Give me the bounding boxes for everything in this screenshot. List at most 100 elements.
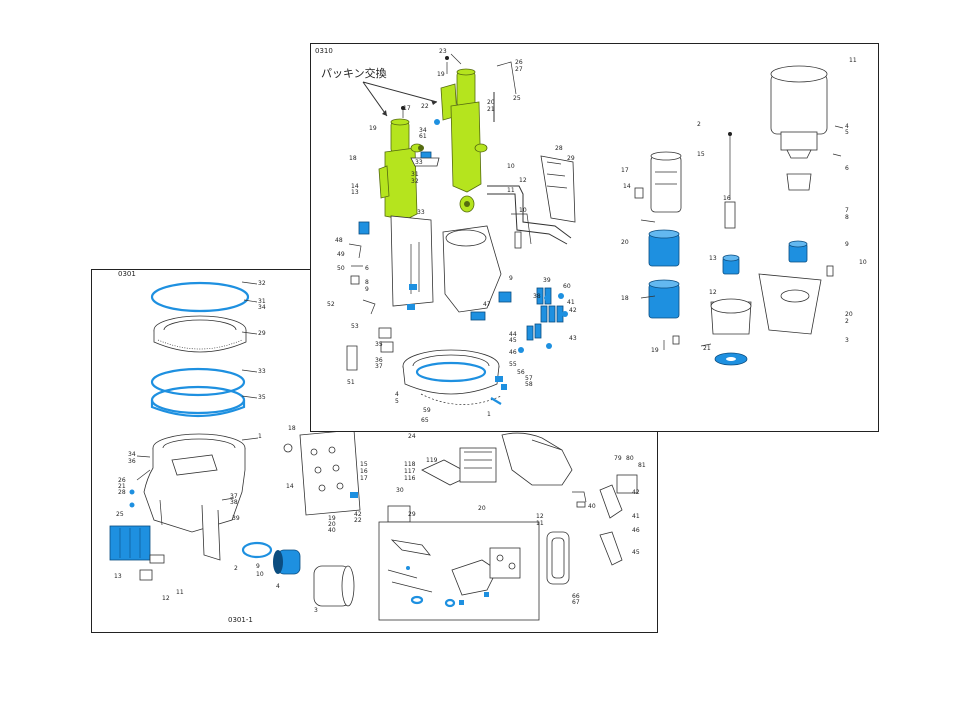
- packing-replacement-note: パッキン交換: [321, 66, 387, 80]
- svg-text:16: 16: [723, 195, 731, 202]
- svg-text:56: 56: [517, 369, 525, 376]
- swing-motor-stack: [634, 65, 844, 366]
- svg-text:31: 31: [411, 171, 419, 178]
- svg-text:59: 59: [423, 407, 431, 414]
- svg-text:47: 47: [483, 301, 491, 308]
- svg-text:31: 31: [258, 298, 266, 305]
- svg-text:37: 37: [230, 493, 238, 500]
- svg-text:45: 45: [509, 337, 517, 344]
- svg-text:20: 20: [487, 99, 495, 106]
- svg-text:65: 65: [421, 417, 429, 424]
- svg-text:4: 4: [276, 583, 280, 590]
- svg-text:22: 22: [421, 103, 429, 110]
- svg-text:2: 2: [234, 565, 238, 572]
- svg-text:8: 8: [365, 279, 369, 286]
- svg-text:20: 20: [328, 521, 336, 528]
- svg-text:40: 40: [328, 527, 336, 534]
- svg-text:17: 17: [621, 167, 629, 174]
- svg-text:66: 66: [572, 593, 580, 600]
- seal-ring-highlight: [150, 385, 246, 415]
- svg-text:49: 49: [337, 251, 345, 258]
- svg-text:12: 12: [709, 289, 717, 296]
- svg-text:1: 1: [487, 411, 491, 418]
- svg-text:33: 33: [258, 368, 266, 375]
- svg-text:41: 41: [632, 513, 640, 520]
- svg-text:27: 27: [515, 66, 523, 73]
- svg-text:7: 7: [845, 207, 849, 214]
- svg-text:18: 18: [621, 295, 629, 302]
- svg-text:24: 24: [408, 433, 416, 440]
- svg-text:61: 61: [419, 133, 427, 140]
- svg-text:29: 29: [567, 155, 575, 162]
- svg-text:23: 23: [439, 48, 447, 55]
- svg-text:42: 42: [569, 307, 577, 314]
- svg-text:43: 43: [569, 335, 577, 342]
- parts-diagram-sheet-0310: 0310 パッキン交換: [310, 43, 879, 432]
- svg-text:18: 18: [349, 155, 357, 162]
- svg-text:11: 11: [536, 520, 544, 527]
- svg-text:36: 36: [128, 458, 136, 465]
- svg-text:38: 38: [533, 293, 541, 300]
- svg-text:50: 50: [337, 265, 345, 272]
- svg-text:11: 11: [849, 57, 857, 64]
- svg-text:12: 12: [536, 513, 544, 520]
- sheet-code-label: 0301: [118, 270, 136, 278]
- svg-text:25: 25: [116, 511, 124, 518]
- svg-text:55: 55: [509, 361, 517, 368]
- svg-text:79: 79: [614, 455, 622, 462]
- svg-text:46: 46: [509, 349, 517, 356]
- svg-text:32: 32: [411, 178, 419, 185]
- svg-text:35: 35: [375, 341, 383, 348]
- svg-text:9: 9: [845, 241, 849, 248]
- svg-text:3: 3: [845, 337, 849, 344]
- svg-text:20: 20: [621, 239, 629, 246]
- svg-text:10: 10: [507, 163, 515, 170]
- svg-text:1: 1: [258, 433, 262, 440]
- svg-text:35: 35: [258, 394, 266, 401]
- part-number-labels: 23 26 27 25 19 22 20 21 17 19 34 61 33 1…: [327, 48, 867, 424]
- svg-text:34: 34: [128, 451, 136, 458]
- svg-text:29: 29: [408, 511, 416, 518]
- svg-text:13: 13: [709, 255, 717, 262]
- svg-text:33: 33: [417, 209, 425, 216]
- svg-text:21: 21: [487, 106, 495, 113]
- svg-text:53: 53: [351, 323, 359, 330]
- svg-text:19: 19: [328, 515, 336, 522]
- svg-text:42: 42: [354, 511, 362, 518]
- svg-text:25: 25: [513, 95, 521, 102]
- svg-text:14: 14: [351, 183, 359, 190]
- svg-text:10: 10: [519, 207, 527, 214]
- hydraulic-cylinder-highlight-left: [378, 118, 424, 221]
- svg-text:19: 19: [437, 71, 445, 78]
- swing-motor-housing: [501, 432, 573, 486]
- svg-text:40: 40: [588, 503, 596, 510]
- filter-plates-highlight: [518, 287, 568, 353]
- svg-text:41: 41: [567, 299, 575, 306]
- svg-text:44: 44: [509, 331, 517, 338]
- svg-text:21: 21: [118, 483, 126, 490]
- svg-text:119: 119: [426, 457, 438, 464]
- svg-text:28: 28: [555, 145, 563, 152]
- svg-text:80: 80: [626, 455, 634, 462]
- svg-text:28: 28: [118, 489, 126, 496]
- svg-text:81: 81: [638, 462, 646, 469]
- filter-housing: [459, 447, 497, 483]
- svg-text:37: 37: [375, 363, 383, 370]
- svg-text:12: 12: [162, 595, 170, 602]
- svg-text:118: 118: [404, 461, 416, 468]
- seal-ring-highlight: [150, 367, 246, 397]
- svg-text:14: 14: [286, 483, 294, 490]
- svg-text:21: 21: [703, 345, 711, 352]
- svg-text:26: 26: [118, 477, 126, 484]
- svg-text:45: 45: [632, 549, 640, 556]
- svg-text:51: 51: [347, 379, 355, 386]
- svg-text:39: 39: [232, 515, 240, 522]
- svg-text:6: 6: [845, 165, 849, 172]
- annotation-arrows: [362, 81, 438, 117]
- part-number-labels: 32 31 34 29 33 35 1 34 36 26 21 28 25 11…: [114, 280, 646, 614]
- svg-text:34: 34: [258, 304, 266, 311]
- svg-text:67: 67: [572, 599, 580, 606]
- svg-text:15: 15: [697, 151, 705, 158]
- turret-body: [442, 225, 502, 313]
- svg-text:20: 20: [478, 505, 486, 512]
